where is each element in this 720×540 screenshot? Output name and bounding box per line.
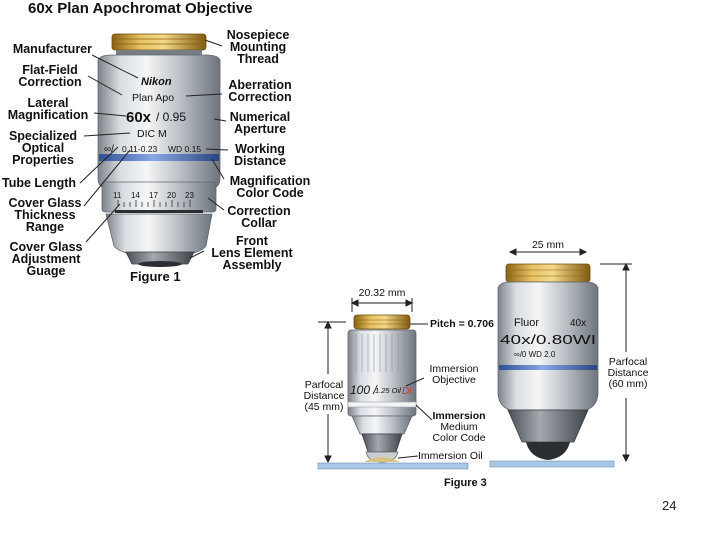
objective-type: Plan Apo bbox=[132, 92, 174, 104]
collar-tick-14: 14 bbox=[131, 191, 140, 200]
large-mag40: 40x bbox=[570, 318, 586, 329]
collar-tick-11: 11 bbox=[113, 191, 122, 200]
label-cover-thickness-line3: Range bbox=[25, 220, 65, 234]
wd-marking: WD 0.15 bbox=[168, 144, 201, 154]
label-pitch: Pitch = 0.706 bbox=[430, 318, 494, 330]
small-mag: 100 / bbox=[350, 383, 378, 397]
page-number: 24 bbox=[662, 498, 677, 513]
label-imm-med-line2: Medium bbox=[440, 421, 478, 433]
label-lateral-line1: Lateral bbox=[27, 96, 69, 110]
label-flat-field-line2: Correction bbox=[18, 75, 82, 89]
slide-large bbox=[489, 460, 615, 468]
label-immersion-objective: Immersion Objective bbox=[424, 364, 484, 386]
label-parfocal45-line2: Distance bbox=[303, 390, 345, 402]
label-nosepiece-thread: Nosepiece Mounting Thread bbox=[218, 28, 298, 66]
label-tube-length-text: Tube Length bbox=[2, 176, 77, 190]
label-cover-glass-gauge: Cover Glass Adjustment Guage bbox=[4, 240, 88, 278]
label-parfocal60-line3: (60 mm) bbox=[608, 378, 648, 390]
label-parfocal45-line3: (45 mm) bbox=[304, 401, 344, 413]
label-imm-obj-line2: Objective bbox=[432, 374, 476, 386]
na-value: / 0.95 bbox=[156, 110, 186, 124]
label-front-lens: Front Lens Element Assembly bbox=[204, 234, 300, 272]
label-parfocal60-line1: Parfocal bbox=[608, 356, 648, 368]
figure1-caption: Figure 1 bbox=[130, 269, 181, 284]
label-imm-med-line1: Immersion bbox=[432, 410, 486, 422]
dimension-large-width: 25 mm bbox=[531, 239, 565, 251]
large-fluor: Fluor bbox=[514, 317, 539, 329]
label-cover-glass-thickness: Cover Glass Thickness Range bbox=[4, 196, 86, 234]
label-color-code: Magnification Color Code bbox=[220, 174, 320, 200]
label-flat-field: Flat-Field Correction bbox=[10, 63, 90, 89]
label-na-line1: Numerical bbox=[229, 110, 291, 124]
label-collar-line2: Collar bbox=[241, 216, 277, 230]
label-immersion-medium: Immersion Medium Color Code bbox=[426, 411, 492, 444]
label-specialized-line1: Specialized bbox=[8, 129, 78, 143]
small-extra: Dl bbox=[402, 386, 412, 397]
label-cover-thickness-line2: Thickness bbox=[14, 208, 76, 222]
label-aberration-line2: Correction bbox=[228, 90, 292, 104]
tube-length-marking: ∞/ bbox=[104, 144, 114, 155]
label-front-lens-line3: Assembly bbox=[222, 258, 282, 272]
collar-tick-23: 23 bbox=[185, 191, 194, 200]
label-color-code-line1: Magnification bbox=[229, 174, 311, 188]
label-numerical-aperture: Numerical Aperture bbox=[220, 110, 300, 136]
cover-range-marking: 0.11-0.23 bbox=[122, 144, 158, 154]
page-title: 60x Plan Apochromat Objective bbox=[28, 0, 253, 17]
label-front-lens-line2: Lens Element bbox=[211, 246, 293, 260]
label-manufacturer-text: Manufacturer bbox=[12, 42, 92, 56]
figure1-leader-lines bbox=[79, 39, 229, 259]
label-immersion-oil: Immersion Oil bbox=[418, 450, 483, 462]
small-oil: 1.25 Oil bbox=[375, 386, 401, 395]
label-specialized-line3: Properties bbox=[12, 153, 74, 167]
label-correction-collar: Correction Collar bbox=[220, 204, 298, 230]
magnification-value: 60x bbox=[126, 109, 152, 126]
collar-tick-20: 20 bbox=[167, 191, 176, 200]
label-cover-gauge-line2: Adjustment bbox=[11, 252, 81, 266]
dic-marking: DIC M bbox=[137, 128, 167, 140]
dimension-small-width: 20.32 mm bbox=[358, 287, 406, 299]
label-color-code-line2: Color Code bbox=[236, 186, 304, 200]
figure3-caption: Figure 3 bbox=[444, 477, 487, 489]
large-na: 40x/0.80WI bbox=[500, 333, 596, 347]
label-cover-gauge-line3: Guage bbox=[26, 264, 66, 278]
label-wd-line1: Working bbox=[235, 142, 285, 156]
label-specialized-line2: Optical bbox=[21, 141, 65, 155]
slide-small bbox=[317, 462, 469, 470]
label-aberration-line1: Aberration bbox=[228, 78, 292, 92]
label-parfocal45-line1: Parfocal bbox=[304, 379, 344, 391]
collar-tick-17: 17 bbox=[149, 191, 158, 200]
large-wd: ∞/0 WD 2.0 bbox=[514, 350, 556, 359]
label-nosepiece-line3: Thread bbox=[237, 52, 279, 66]
objective-40x-large bbox=[497, 263, 599, 460]
label-tube-length: Tube Length bbox=[2, 176, 77, 190]
label-parfocal-45: Parfocal Distance (45 mm) bbox=[296, 380, 352, 413]
label-na-line2: Aperture bbox=[233, 122, 287, 136]
objective-60x bbox=[97, 33, 221, 267]
label-cover-gauge-line1: Cover Glass bbox=[9, 240, 83, 254]
label-specialized-optical: Specialized Optical Properties bbox=[2, 129, 84, 167]
label-cover-thickness-line1: Cover Glass bbox=[8, 196, 82, 210]
label-flat-field-line1: Flat-Field bbox=[22, 63, 78, 77]
color-code-band bbox=[99, 154, 219, 161]
label-parfocal-60: Parfocal Distance (60 mm) bbox=[600, 357, 656, 390]
figure3-dimension-lines bbox=[318, 248, 632, 464]
label-nosepiece-line1: Nosepiece bbox=[226, 28, 290, 42]
label-imm-med-line3: Color Code bbox=[432, 432, 486, 444]
label-parfocal60-line2: Distance bbox=[607, 367, 649, 379]
label-nosepiece-line2: Mounting bbox=[229, 40, 287, 54]
label-aberration-correction: Aberration Correction bbox=[218, 78, 302, 104]
label-manufacturer: Manufacturer bbox=[4, 42, 92, 56]
label-lateral-magnification: Lateral Magnification bbox=[2, 96, 94, 122]
label-imm-obj-line1: Immersion bbox=[429, 363, 479, 375]
nosepiece-thread bbox=[111, 33, 207, 51]
label-front-lens-line1: Front bbox=[236, 234, 268, 248]
brand-mark: Nikon bbox=[141, 76, 172, 88]
label-lateral-line2: Magnification bbox=[7, 108, 89, 122]
label-collar-line1: Correction bbox=[227, 204, 291, 218]
label-wd-line2: Distance bbox=[233, 154, 287, 168]
label-working-distance: Working Distance bbox=[222, 142, 298, 168]
